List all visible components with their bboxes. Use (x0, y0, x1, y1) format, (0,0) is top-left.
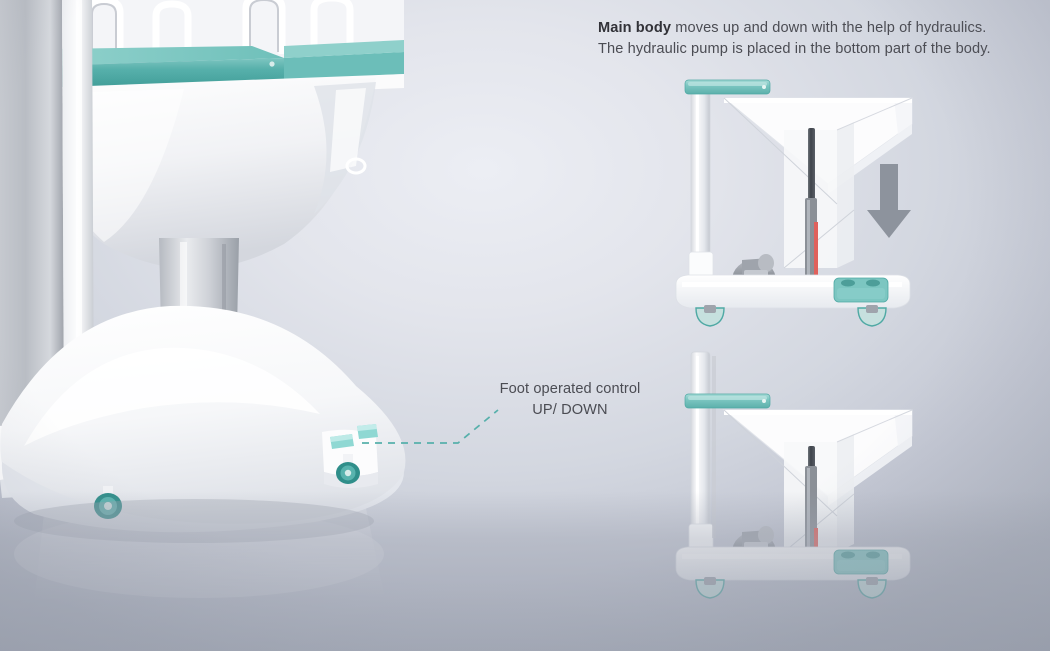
diagram-caster-left (695, 305, 725, 327)
diagram-up-position (675, 79, 913, 327)
cart-foot-pedal-buttons[interactable] (330, 424, 378, 449)
foot-control-annotation: Foot operated control UP/ DOWN (470, 379, 670, 420)
diagram-hydraulic-red-line (814, 222, 818, 284)
diagram-caster-right (857, 305, 887, 327)
foot-control-line1: Foot operated control (499, 381, 641, 397)
callout-leader-line (362, 409, 499, 444)
diagram-telescopic-column (688, 351, 716, 561)
main-body-line2: The hydraulic pump is placed in the bott… (598, 40, 991, 57)
cart-funnel-basin (14, 78, 376, 269)
diagram-telescopic-column (688, 87, 714, 287)
main-body-emphasis: Main body (598, 20, 672, 36)
diagram-wheeled-base (675, 274, 911, 327)
main-body-annotation: Main body moves up and down with the hel… (598, 18, 1028, 59)
diagram-hydraulic-piston (782, 128, 818, 286)
main-body-rest: moves up and down with the help of hydra… (671, 20, 987, 36)
diagram-caster-right (857, 577, 887, 599)
diagram-teal-foot-pedal[interactable] (833, 549, 889, 575)
diagram-teal-top-bar[interactable] (684, 79, 771, 95)
diagram-caster-left (695, 577, 725, 599)
diagram-teal-top-bar[interactable] (684, 393, 771, 409)
foot-control-line2: UP/ DOWN (532, 401, 608, 418)
product-contact-shadow (14, 499, 374, 543)
down-arrow-icon (867, 164, 911, 238)
cart-top-handle-shadows (91, 0, 279, 54)
diagram-teal-foot-pedal[interactable] (833, 277, 889, 303)
diagram-wheeled-base (675, 546, 911, 599)
diagram-down-position (675, 351, 913, 599)
product-render-main-cart (0, 0, 406, 604)
